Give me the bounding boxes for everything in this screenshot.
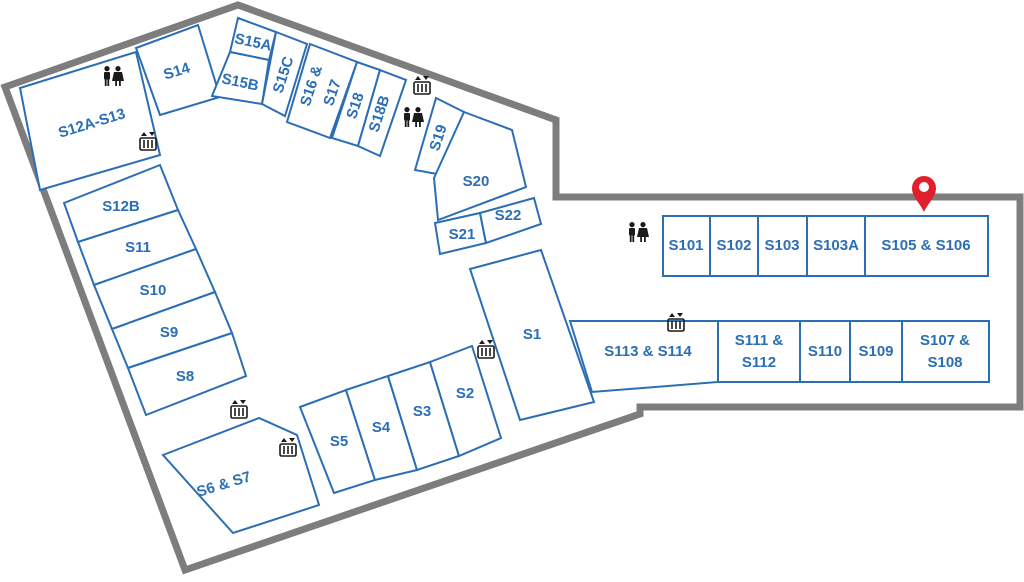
toilet-icon — [404, 107, 424, 127]
label-s101: S101 — [668, 237, 703, 254]
label-s10: S10 — [140, 282, 167, 299]
label-s9: S9 — [160, 324, 178, 341]
unit-s1[interactable] — [468, 248, 596, 422]
location-pin-icon[interactable] — [912, 176, 936, 212]
unit-s8[interactable] — [126, 331, 248, 417]
label-s107-s108-line1: S107 & — [920, 332, 970, 349]
label-s109: S109 — [858, 343, 893, 360]
label-s22: S22 — [495, 207, 522, 224]
label-s20: S20 — [463, 173, 490, 190]
label-s111-s112-line1: S111 & — [735, 332, 784, 349]
label-s2: S2 — [456, 385, 474, 402]
label-s107-s108-line2: S108 — [927, 354, 962, 371]
unit-s109[interactable] — [849, 320, 903, 383]
label-s103a: S103A — [813, 237, 859, 254]
label-s110: S110 — [808, 343, 842, 360]
unit-s110[interactable] — [799, 320, 851, 383]
label-s3: S3 — [413, 403, 431, 420]
label-s21: S21 — [449, 226, 476, 243]
unit-s103a[interactable] — [806, 215, 866, 277]
unit-s22[interactable] — [478, 196, 543, 245]
label-s102: S102 — [716, 237, 751, 254]
label-s12b: S12B — [102, 198, 140, 215]
lift-icon — [230, 399, 248, 419]
label-s111-s112-line2: S112 — [742, 354, 776, 371]
unit-s16-s17[interactable] — [285, 42, 359, 140]
label-s4: S4 — [372, 419, 391, 436]
unit-s111-s112[interactable] — [717, 320, 801, 383]
label-s11: S11 — [125, 239, 151, 256]
unit-s18b[interactable] — [356, 68, 408, 158]
label-s8: S8 — [176, 368, 194, 385]
unit-s12a-s13[interactable] — [18, 50, 162, 192]
unit-s102[interactable] — [709, 215, 759, 277]
lift-icon — [477, 339, 495, 359]
unit-s2[interactable] — [428, 344, 503, 458]
label-s113-s114: S113 & S114 — [604, 343, 692, 360]
label-s5: S5 — [330, 433, 348, 450]
unit-s20[interactable] — [432, 110, 528, 222]
lift-icon — [413, 75, 431, 95]
label-s1: S1 — [523, 326, 541, 343]
unit-s107-s108[interactable] — [901, 320, 990, 383]
label-s105-s106: S105 & S106 — [881, 237, 970, 254]
unit-s15c[interactable] — [260, 30, 309, 118]
label-s103: S103 — [764, 237, 799, 254]
unit-s105-s106[interactable] — [864, 215, 989, 277]
toilet-icon — [629, 222, 649, 242]
